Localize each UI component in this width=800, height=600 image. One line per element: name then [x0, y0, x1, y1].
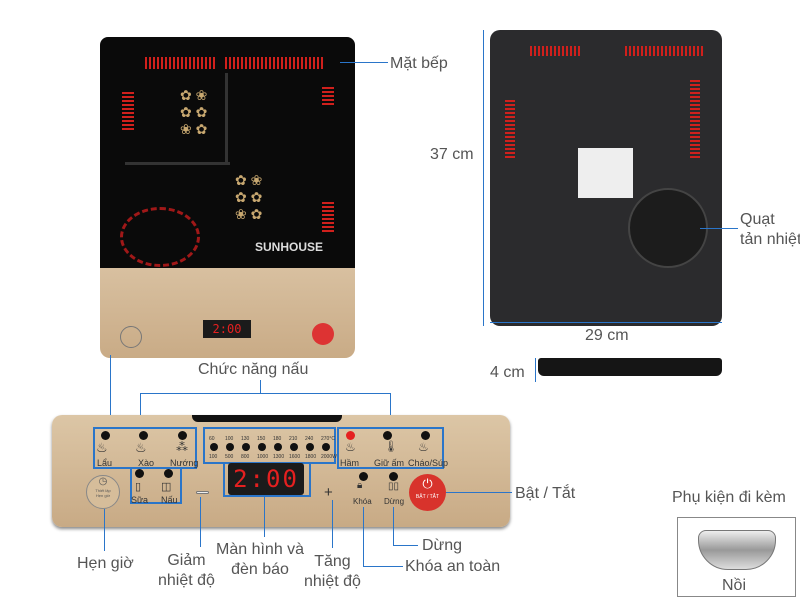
flower-decoration: ✿ ❀✿ ✿ ❀ ✿ [235, 172, 263, 222]
power-icon: ⏻ [422, 476, 433, 491]
timer-label: Hẹn giờ [77, 555, 134, 572]
lock-icon: 🔒︎ [357, 480, 363, 491]
temp-label: 130 [241, 436, 250, 442]
watt-label: 800 [241, 454, 250, 460]
temp-label: 180 [273, 436, 282, 442]
flower-decoration: ✿ ❀✿ ✿ ❀ ✿ [180, 87, 208, 137]
pause-label: Dừng [422, 537, 463, 554]
mode-nau[interactable]: Nấu [161, 495, 178, 505]
temp-label: 210 [289, 436, 298, 442]
mode-nuong[interactable]: Nướng [170, 458, 199, 468]
watt-label: 1000 [257, 454, 269, 460]
accessory-box: Nồi [677, 517, 796, 597]
mode-chao-sup[interactable]: Cháo/Súp [408, 458, 449, 468]
brand-logo: SUNHOUSE [255, 240, 324, 254]
mode-lau[interactable]: Lẩu [97, 458, 113, 468]
cooktop-surface-label: Mặt bếp [390, 55, 448, 72]
cooktop-glass: ✿ ❀✿ ✿ ❀ ✿ ✿ ❀✿ ✿ ❀ ✿ SUNHOUSE [100, 37, 355, 272]
power-label: Bật / Tắt [515, 485, 576, 502]
lock-button[interactable]: Khóa [353, 497, 372, 506]
accessory-item: Nồi [722, 577, 747, 594]
mode-ham[interactable]: Hầm [340, 458, 360, 468]
accessory-title: Phụ kiện đi kèm [672, 489, 786, 506]
safety-lock-label: Khóa an toàn [405, 558, 501, 575]
pot-image [698, 530, 776, 570]
temp-level-led [306, 443, 314, 451]
led-display: 2:00 [228, 463, 304, 495]
cooktop-bottom-view [490, 30, 722, 326]
watt-label: 100 [209, 454, 218, 460]
height-dimension: 37 cm [430, 146, 474, 163]
temp-level-led [258, 443, 266, 451]
mode-sua[interactable]: Sữa [131, 495, 149, 505]
clock-icon: ◷ [98, 476, 108, 487]
timer-button[interactable]: ◷ Thiết lập Hẹn giờ [86, 475, 120, 509]
temp-label: 270°C [321, 436, 335, 442]
indicator-led-red [346, 431, 355, 440]
temp-label: 240 [305, 436, 314, 442]
watt-label: 1300 [273, 454, 285, 460]
temp-level-led [210, 443, 218, 451]
temp-level-led [290, 443, 298, 451]
watt-label: 2000W [321, 454, 337, 460]
cooling-fan [628, 188, 708, 268]
watt-label: 1600 [289, 454, 301, 460]
temp-level-led [226, 443, 234, 451]
cooking-functions-label: Chức năng nấu [198, 361, 309, 378]
cooktop-side-view [538, 358, 722, 376]
product-sticker [578, 148, 633, 198]
pause-button[interactable]: Dừng [384, 497, 405, 506]
temp-label: 150 [257, 436, 266, 442]
temp-level-led [242, 443, 250, 451]
mini-power-button [312, 323, 334, 345]
power-button[interactable]: ⏻ BẬT / TẮT [409, 474, 446, 511]
temp-label: 60 [209, 436, 215, 442]
depth-dimension: 4 cm [490, 364, 525, 381]
cooktop-control-base: 2:00 [100, 268, 355, 358]
watt-label: 500 [225, 454, 234, 460]
mini-display: 2:00 [203, 320, 251, 338]
mini-timer-button [120, 326, 142, 348]
increase-button[interactable]: + [324, 484, 333, 501]
temp-label: 100 [225, 436, 234, 442]
decrease-button[interactable] [196, 491, 209, 494]
mode-giu-am[interactable]: Giữ ấm [374, 458, 405, 468]
pause-icon: ▯▯ [388, 481, 400, 492]
mode-xao[interactable]: Xào [138, 458, 155, 468]
watt-label: 1800 [305, 454, 317, 460]
width-dimension: 29 cm [585, 327, 629, 344]
temp-level-led [274, 443, 282, 451]
temp-level-led [322, 443, 330, 451]
